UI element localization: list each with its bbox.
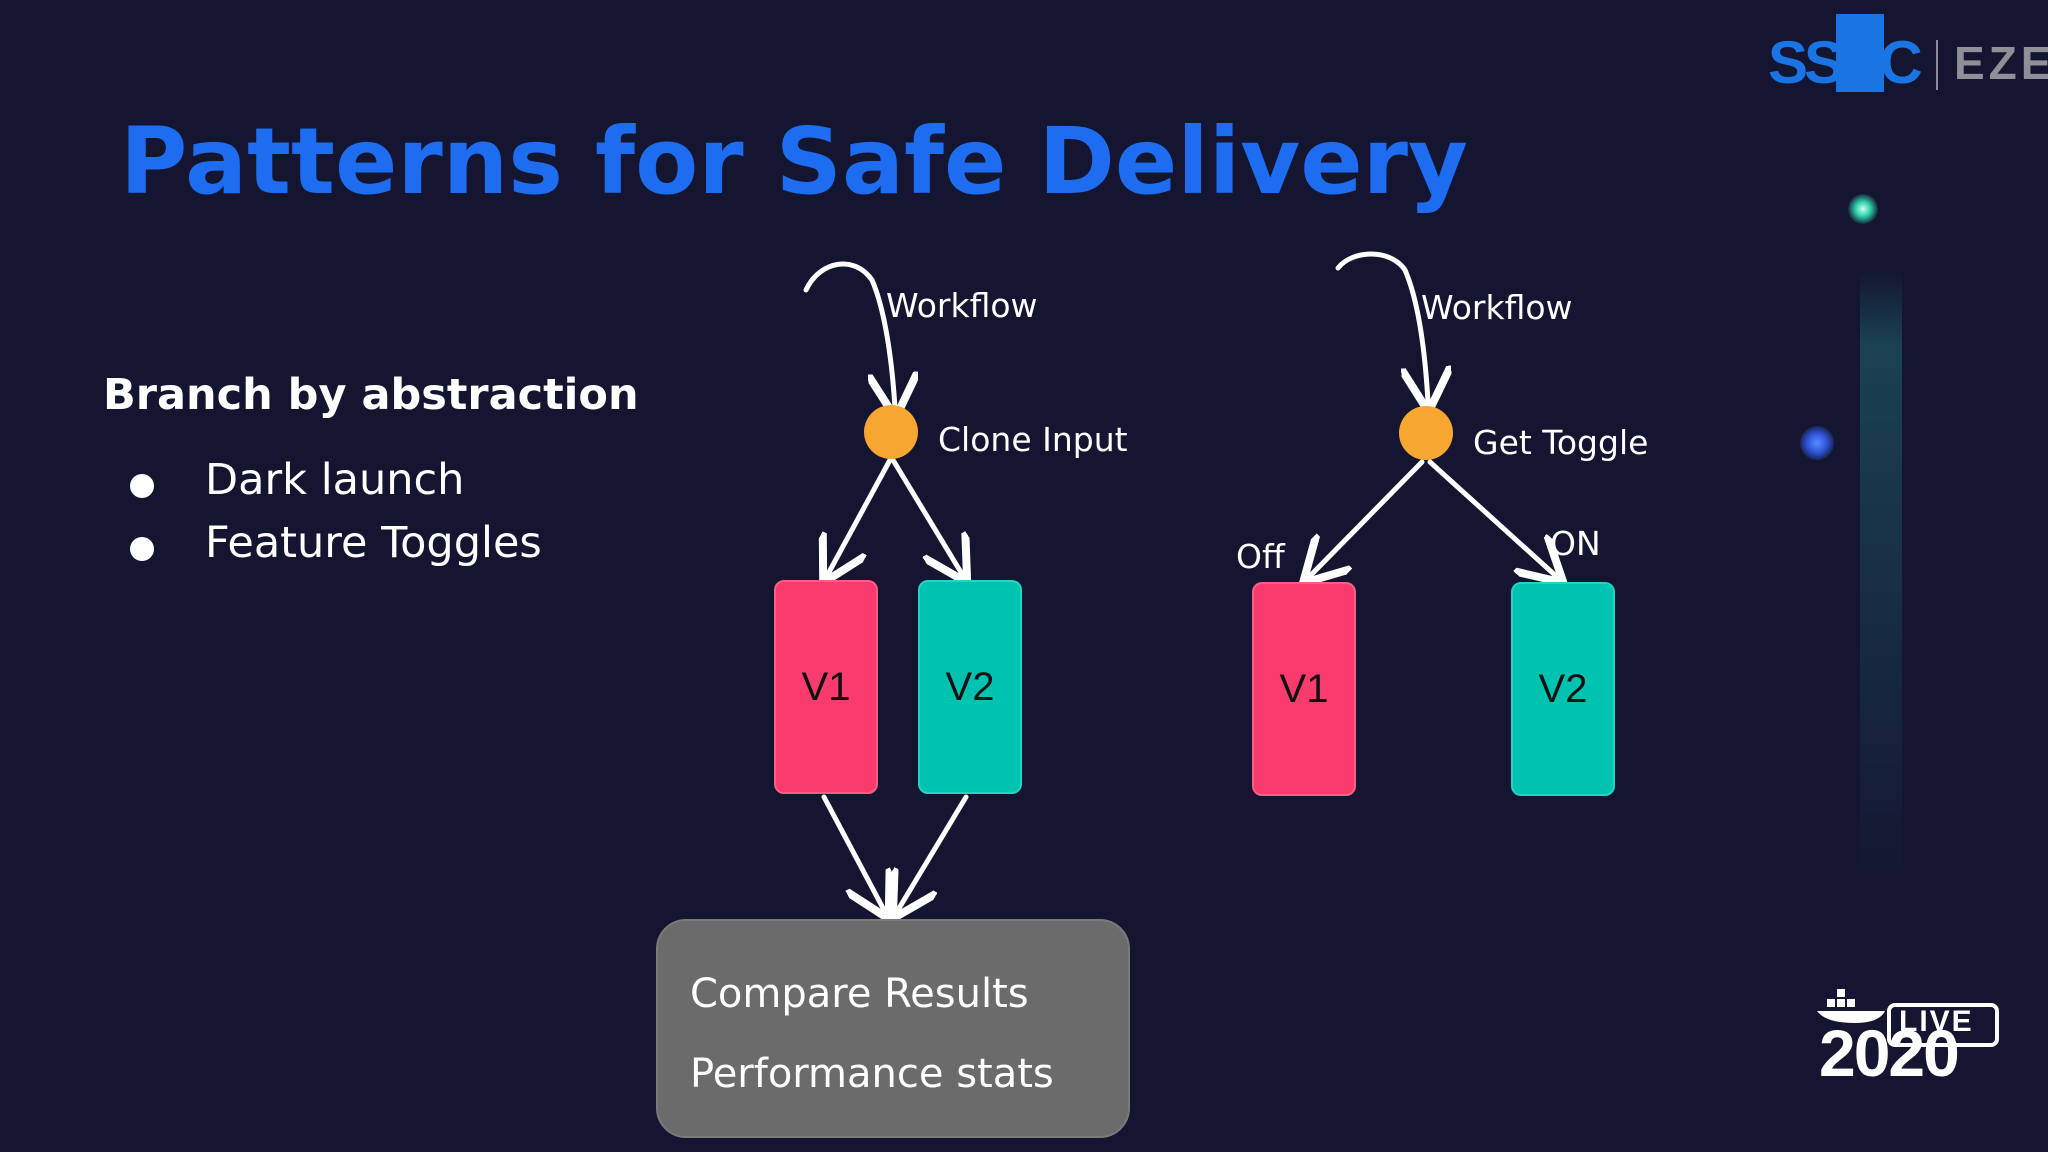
- decorative-beam: [1860, 270, 1902, 890]
- bullet-dot-icon: [130, 537, 154, 561]
- v1-box-a: V1: [774, 580, 878, 794]
- live-tag-frame: [1887, 1003, 1999, 1047]
- event-year: 2020: [1819, 1016, 1960, 1090]
- logo-divider: [1936, 40, 1938, 90]
- workflow-arrow-b: [1335, 251, 1428, 402]
- arrow-toggle-on: [1427, 459, 1556, 576]
- event-logo: LIVE 2020: [1815, 985, 2005, 1100]
- arrow-v1-to-result: [821, 794, 884, 910]
- on-label: ON: [1550, 524, 1601, 563]
- v1-box-b: V1: [1252, 582, 1356, 796]
- result-line-compare: Compare Results: [690, 971, 1029, 1017]
- live-tag-text: LIVE: [1899, 1005, 1974, 1038]
- arrow-v2-to-result: [898, 794, 969, 910]
- clone-input-label: Clone Input: [938, 420, 1128, 459]
- arrow-clone-to-v1: [828, 457, 893, 574]
- arrow-clone-to-v2: [890, 457, 962, 574]
- v2-box-a: V2: [918, 580, 1022, 794]
- decorative-glow-teal: [1848, 194, 1878, 224]
- clone-input-node: [864, 405, 918, 459]
- bullet-text: Feature Toggles: [205, 518, 542, 568]
- get-toggle-node: [1399, 406, 1453, 460]
- workflow-label-b: Workflow: [1421, 288, 1573, 327]
- page-title: Patterns for Safe Delivery: [120, 108, 1469, 215]
- workflow-arrow-a: [803, 261, 895, 408]
- decorative-glow-blue: [1800, 426, 1834, 460]
- bullet-text: Dark launch: [205, 455, 465, 505]
- result-line-performance: Performance stats: [690, 1051, 1054, 1097]
- result-box: Compare Results Performance stats: [656, 919, 1130, 1138]
- arrow-toggle-off: [1310, 459, 1425, 576]
- bullet-dot-icon: [130, 474, 154, 498]
- company-logo: SS&C EZE: [1768, 14, 2048, 96]
- workflow-label-a: Workflow: [886, 286, 1038, 325]
- v2-box-b: V2: [1511, 582, 1615, 796]
- off-label: Off: [1236, 537, 1285, 576]
- get-toggle-label: Get Toggle: [1473, 423, 1649, 462]
- section-heading: Branch by abstraction: [103, 370, 639, 420]
- logo-sub: EZE: [1954, 37, 2048, 89]
- whale-icon: [1817, 989, 1885, 1023]
- logo-block: [1836, 14, 1884, 92]
- logo-brand: SS&C: [1768, 29, 1923, 96]
